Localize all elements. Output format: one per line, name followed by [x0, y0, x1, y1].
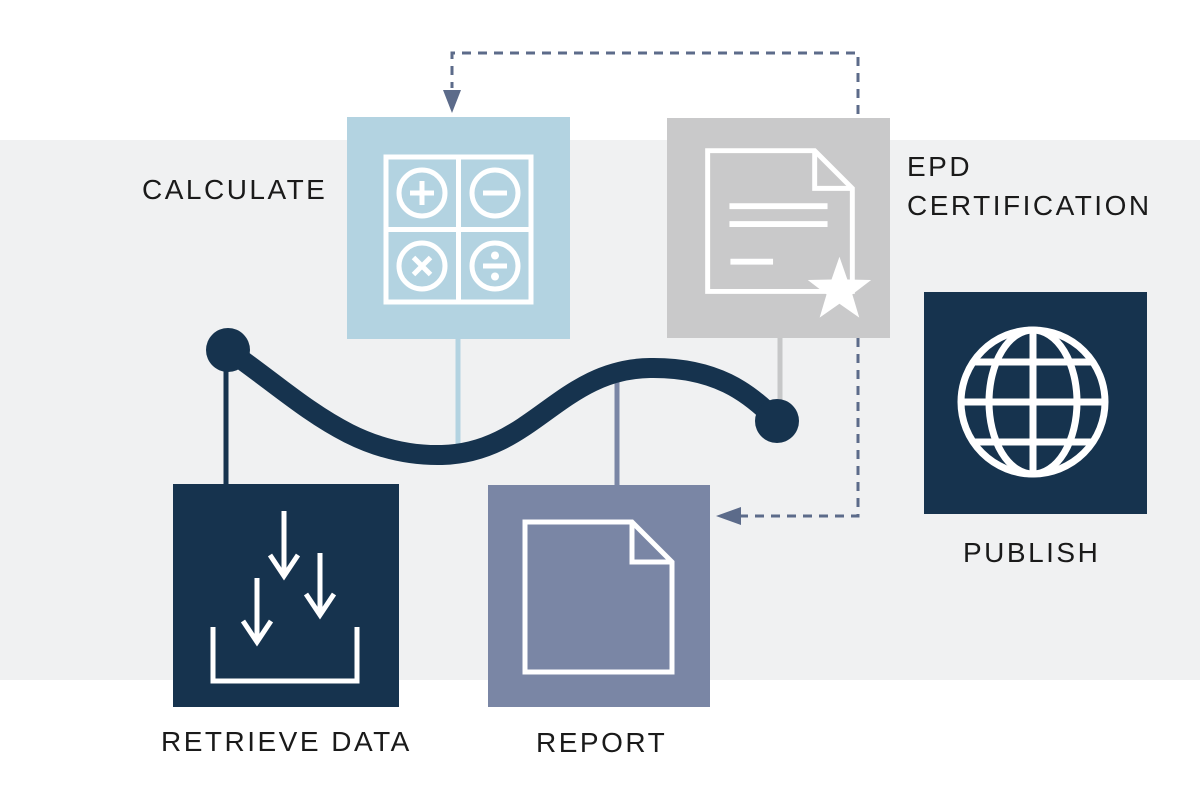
calculate-box: [347, 117, 570, 339]
certificate-document-icon: [705, 148, 872, 318]
arrowhead-down-icon: [443, 90, 461, 113]
epd-certification-box: [667, 118, 890, 338]
globe-icon: [957, 326, 1109, 478]
epd-certification-label: EPD CERTIFICATION: [907, 151, 1152, 221]
arrowhead-left-icon: [716, 507, 741, 525]
retrieve-data-label: RETRIEVE DATA: [161, 726, 412, 757]
dashed-arrow-epd-to-report: [741, 338, 860, 518]
retrieve-data-box: [173, 484, 399, 707]
calculator-icon: [383, 154, 534, 305]
curve-node-right: [755, 399, 799, 443]
publish-box: [924, 292, 1147, 514]
document-icon: [522, 519, 675, 675]
publish-label: PUBLISH: [963, 537, 1101, 568]
report-label: REPORT: [536, 727, 668, 758]
curve-node-left: [206, 328, 250, 372]
star-icon: [807, 256, 872, 318]
calculate-label: CALCULATE: [142, 174, 328, 205]
report-box: [488, 485, 710, 707]
download-tray-icon: [210, 511, 360, 684]
dashed-arrow-epd-to-calculate: [450, 51, 860, 114]
flow-curve: [218, 340, 787, 466]
